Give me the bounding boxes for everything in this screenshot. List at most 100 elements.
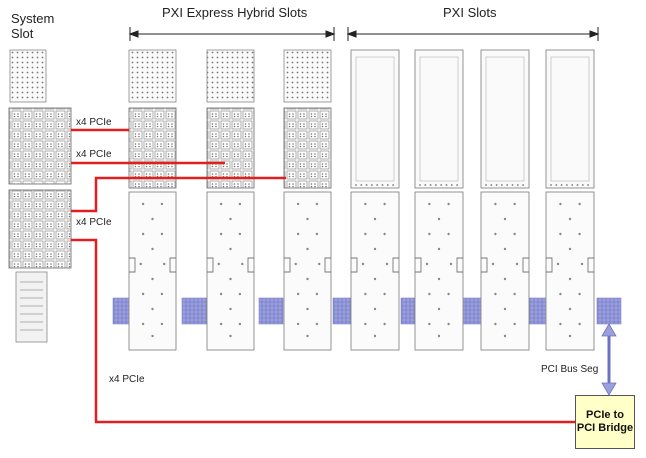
mounting-hole (315, 322, 319, 326)
mounting-hole (494, 322, 497, 326)
pcie-link-3 (71, 176, 286, 213)
mounting-hole (217, 262, 220, 266)
pcie-link-label-4: x4 PCIe (109, 374, 145, 385)
hybrid-slot-1 (128, 49, 177, 351)
mounting-hole (306, 334, 309, 338)
pxi-lower-card (480, 191, 530, 351)
mounting-hole (578, 292, 581, 296)
mounting-hole (306, 247, 309, 251)
mounting-hole (513, 202, 516, 206)
mounting-hole (315, 202, 319, 206)
card-tab (247, 257, 254, 273)
mounting-hole (503, 334, 507, 338)
system-slot-label-1: System (11, 11, 55, 26)
pin-dot (511, 184, 514, 186)
system-slot-low-connector (8, 189, 72, 269)
mounting-hole (229, 307, 232, 311)
mounting-hole (151, 307, 154, 311)
mounting-hole (383, 232, 386, 236)
hybrid-top-connector (206, 49, 255, 103)
pxi-lower-card (350, 191, 400, 351)
mounting-hole (238, 202, 242, 206)
pxi-lower-card (414, 191, 464, 351)
card-tab (522, 257, 529, 273)
pxi-slot-4 (545, 49, 595, 351)
system-slot-mid-connector (8, 107, 72, 185)
mounting-hole (219, 292, 223, 296)
pin-dot (392, 184, 394, 186)
mounting-hole (364, 202, 367, 206)
mounting-hole (139, 262, 142, 266)
mounting-hole (513, 292, 516, 296)
mounting-hole (306, 307, 309, 311)
pin-dot (360, 184, 363, 186)
pxi-upper-panel (550, 56, 590, 182)
mounting-hole (513, 322, 516, 326)
mounting-hole (238, 292, 242, 296)
card-tab (415, 257, 422, 273)
mounting-hole (306, 217, 309, 221)
mounting-hole (494, 232, 497, 236)
mounting-hole (229, 277, 232, 281)
mounting-hole (491, 262, 495, 266)
pxi-slot-3 (480, 49, 530, 351)
system-slot-top-connector (9, 49, 47, 103)
pin-dot (485, 184, 487, 186)
mounting-hole (318, 262, 321, 266)
bus-seg-3 (258, 297, 284, 325)
mounting-hole (296, 322, 300, 326)
mounting-hole (229, 247, 232, 251)
pin-dot (365, 184, 368, 186)
mounting-hole (503, 277, 507, 281)
mounting-hole (513, 232, 516, 236)
mounting-hole (315, 292, 319, 296)
mounting-hole (383, 292, 386, 296)
pin-dot (560, 184, 563, 186)
bridge-label-line1: PCIe to (586, 409, 624, 421)
mounting-hole (219, 232, 223, 236)
hybrid-slot-2 (206, 49, 255, 351)
mounting-hole (568, 307, 572, 311)
card-tab (324, 257, 331, 273)
mounting-hole (219, 202, 223, 206)
pcie-to-pci-bridge: PCIe to PCI Bridge (575, 395, 635, 449)
pin-dot (501, 184, 503, 186)
mounting-hole (559, 292, 562, 296)
mounting-hole (494, 202, 497, 206)
mounting-hole (568, 277, 572, 281)
mounting-hole (296, 202, 300, 206)
bracket-hybrid (128, 27, 336, 41)
mounting-hole (447, 232, 450, 236)
pin-dot (355, 184, 357, 186)
pin-dot (576, 184, 579, 186)
mounting-hole (160, 322, 164, 326)
hybrid-slots-group (128, 49, 332, 351)
mounting-hole (373, 277, 377, 281)
card-tab (207, 257, 214, 273)
mounting-hole (141, 322, 145, 326)
pcie-link-label-2: x4 PCIe (76, 149, 112, 160)
hybrid-top-connector (128, 49, 177, 103)
bus-seg-1 (112, 297, 130, 325)
pxi-lower-card (545, 191, 595, 351)
hybrid-pcie-connector (206, 107, 255, 189)
bus-bridge-arrow (601, 323, 617, 396)
card-tab (169, 257, 176, 273)
pin-dot (381, 184, 384, 186)
bus-seg-2 (181, 297, 209, 325)
mounting-hole (373, 334, 377, 338)
hybrid-pcie-connector (128, 107, 177, 189)
pxi-upper-panel (355, 56, 395, 182)
mounting-hole (163, 262, 166, 266)
pin-dot (571, 184, 574, 186)
pin-dot (435, 184, 437, 186)
pcie-link-4 (71, 238, 576, 424)
hybrid-pxi-card (283, 191, 332, 351)
mounting-hole (229, 334, 232, 338)
bus-seg-7 (527, 297, 547, 325)
pin-dot (440, 184, 443, 186)
mounting-hole (428, 202, 431, 206)
mounting-hole (556, 262, 560, 266)
